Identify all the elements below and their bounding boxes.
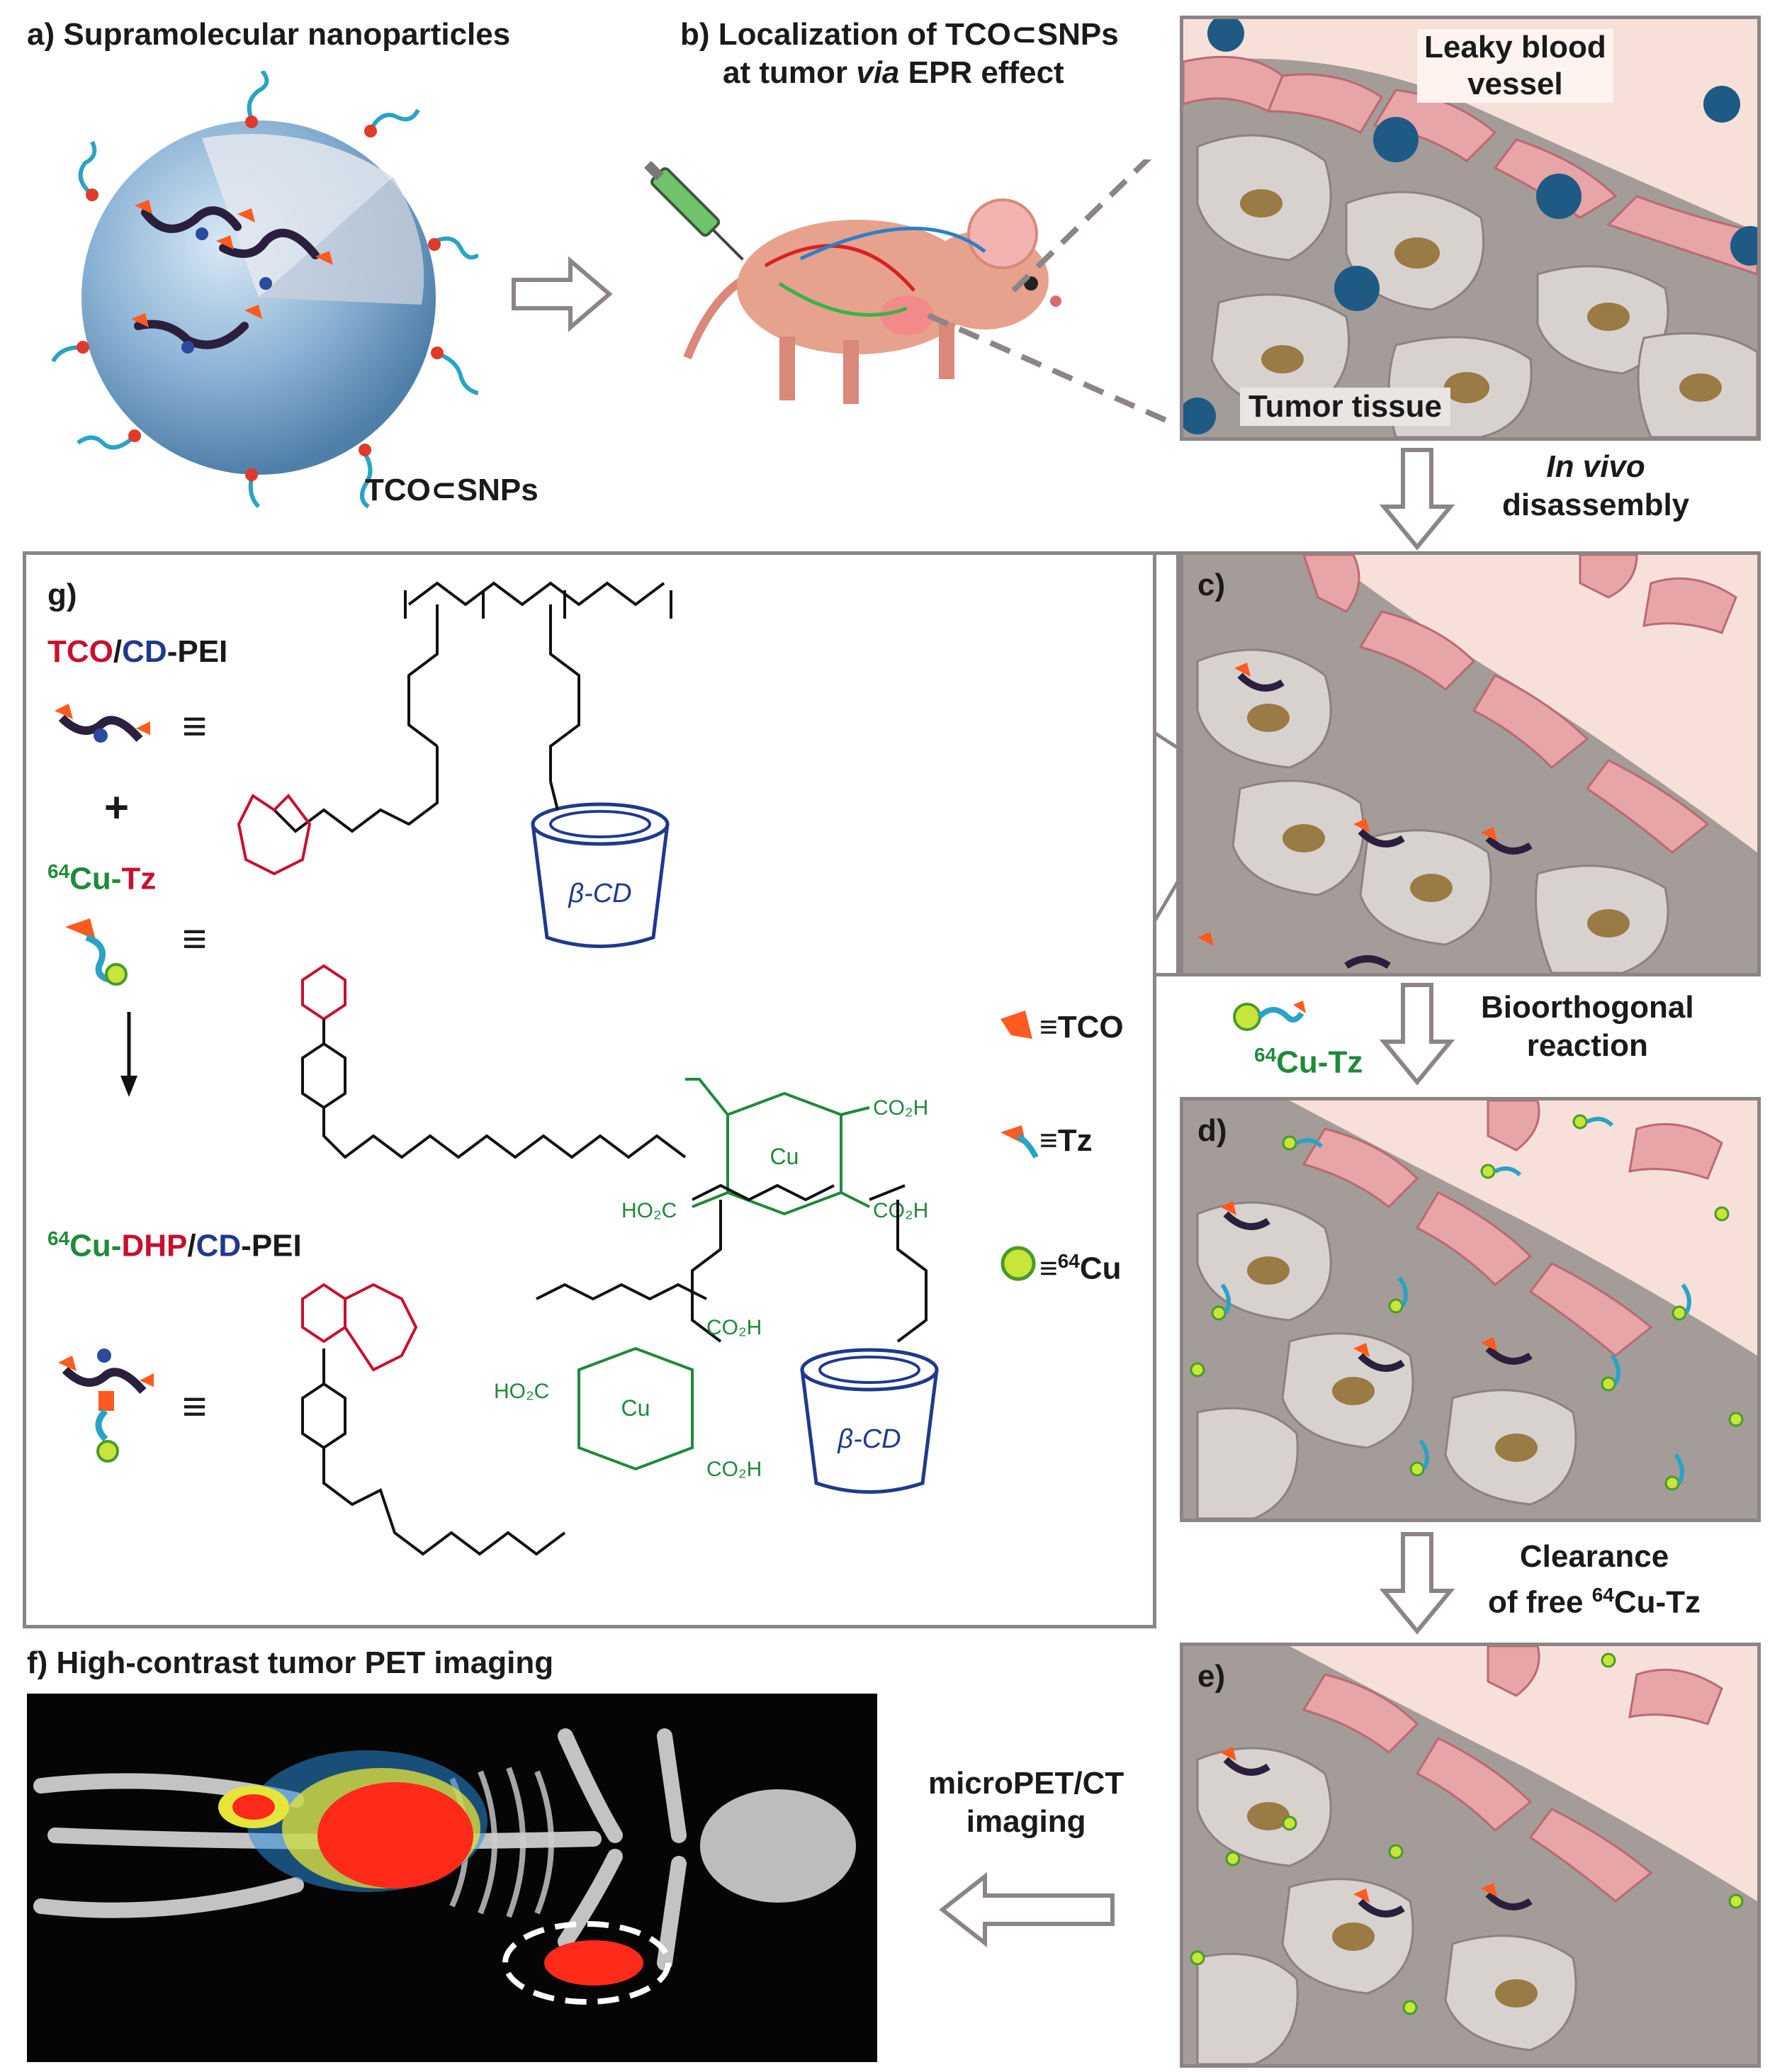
inner-polymers xyxy=(134,206,320,349)
arrow-bioorthogonal-icon xyxy=(1379,983,1455,1086)
tco-cd-pei-icon xyxy=(55,704,150,743)
nanoparticle-caption: TCO⊂SNPs xyxy=(365,473,539,507)
tco-cd-pei-label: TCO/CD-PEI xyxy=(47,634,228,669)
nanoparticle-illustration xyxy=(51,71,478,509)
panel-c-label: c) xyxy=(1197,568,1226,602)
plus-symbol: + xyxy=(104,784,130,831)
svg-text:CO₂H: CO₂H xyxy=(706,1316,762,1339)
cu-legend-icon xyxy=(1000,1246,1036,1281)
dota-complex-1 xyxy=(685,1078,870,1216)
tumor-hotspot xyxy=(544,1940,643,1986)
cu-tz-icon xyxy=(65,918,128,986)
panel-e-label: e) xyxy=(1197,1659,1226,1694)
panel-c-tissue-view: c) xyxy=(1180,551,1761,976)
panel-d-label: d) xyxy=(1197,1113,1227,1148)
product-icon xyxy=(58,1349,154,1463)
svg-text:CO₂H: CO₂H xyxy=(706,1458,762,1481)
arrow-a-to-b-icon xyxy=(512,256,613,332)
legend-tco: ≡TCO xyxy=(1039,1010,1124,1045)
tumor-icon xyxy=(880,295,934,335)
equiv-symbol-2: ≡ xyxy=(182,915,208,962)
panel-f-label: f) High-contrast tumor PET imaging xyxy=(27,1645,554,1680)
chemical-structures: β-CD Cu CO₂H CO₂H HO₂C xyxy=(237,581,939,1556)
panel-b-label: b) Localization of TCO⊂SNPs at tumor via… xyxy=(680,17,1119,90)
panel-a-label: a) Supramolecular nanoparticles xyxy=(27,17,511,52)
svg-text:Cu: Cu xyxy=(621,1395,650,1421)
panel-g-label: g) xyxy=(47,578,77,612)
arrow-imaging-icon xyxy=(939,1871,1115,1948)
panel-d-tissue-view: d) xyxy=(1180,1097,1761,1522)
step2-reagent-label: 64Cu-Tz xyxy=(1254,1044,1363,1080)
arrow-clearance-icon xyxy=(1379,1532,1455,1635)
panel-e-tissue-view: e) xyxy=(1180,1643,1761,2068)
svg-text:HO₂C: HO₂C xyxy=(621,1199,677,1222)
mouse-injection-illustration xyxy=(644,159,1171,424)
reaction-arrow-icon xyxy=(120,1012,137,1097)
pet-signal xyxy=(218,1750,487,1892)
cu-tz-reagent-icon xyxy=(1233,1001,1306,1031)
svg-text:CO₂H: CO₂H xyxy=(873,1096,928,1120)
skull xyxy=(700,1789,856,1903)
beta-cd-icon-1 xyxy=(531,781,670,948)
pet-ct-image xyxy=(27,1694,877,2062)
tissue-label: Tumor tissue xyxy=(1240,388,1451,426)
svg-text:β-CD: β-CD xyxy=(568,879,631,908)
svg-text:CO₂H: CO₂H xyxy=(873,1199,928,1222)
svg-text:β-CD: β-CD xyxy=(837,1424,901,1454)
equiv-symbol-3: ≡ xyxy=(182,1383,208,1430)
equiv-symbol: ≡ xyxy=(182,702,208,750)
dota-complex-2 xyxy=(577,1346,694,1471)
legend-cu: ≡64Cu xyxy=(1039,1250,1122,1286)
product-label: 64Cu-DHP/CD-PEI xyxy=(47,1227,302,1263)
svg-text:HO₂C: HO₂C xyxy=(494,1380,549,1403)
tumor-highlight-circle xyxy=(502,1921,671,2005)
beta-cd-icon-2 xyxy=(800,1348,939,1494)
nanoparticles-in-tissue xyxy=(1183,19,1757,434)
svg-text:Cu: Cu xyxy=(770,1144,799,1169)
panel-g-chemistry: g) TCO/CD-PEI ≡ + 64Cu-Tz ≡ 64Cu-DHP/CD-… xyxy=(23,551,1156,1628)
inner-tco-groups xyxy=(131,200,333,327)
tco-legend-icon xyxy=(1000,1010,1032,1039)
legend-tz: ≡Tz xyxy=(1039,1123,1093,1158)
cu-tz-label: 64Cu-Tz xyxy=(47,860,157,896)
arrow-disassembly-icon xyxy=(1379,448,1455,551)
syringe-icon xyxy=(644,161,744,261)
tz-legend-icon xyxy=(1000,1125,1039,1159)
